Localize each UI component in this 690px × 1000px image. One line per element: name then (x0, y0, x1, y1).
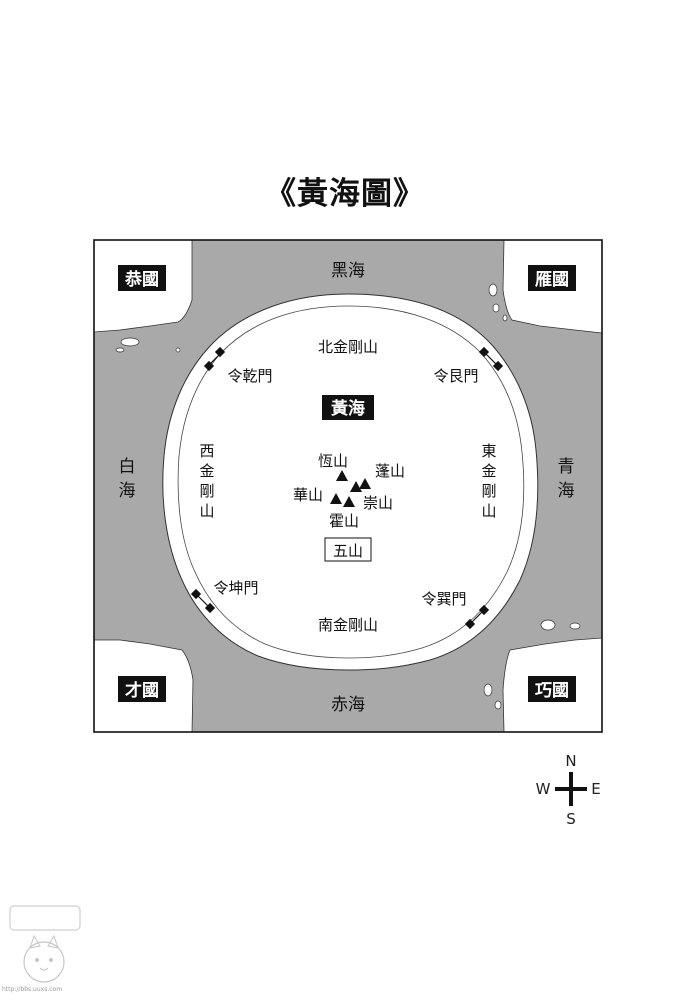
kingdom-se: 巧國 (535, 681, 569, 701)
svg-text:山: 山 (199, 502, 214, 520)
kingdom-box-se (528, 676, 576, 702)
gate-ne: 令艮門 (433, 367, 478, 385)
kingdom-box-ne (528, 265, 576, 291)
range-south: 南金剛山 (318, 616, 378, 634)
watermark-url: http://bbs.uuxs.com (2, 986, 63, 993)
kingdom-box-sw (118, 676, 166, 702)
sea-west-1: 白 (119, 457, 136, 477)
svg-text:東: 東 (481, 442, 496, 460)
map-frame (93, 239, 603, 733)
compass-w: W (536, 780, 551, 798)
kingdom-ne: 雁國 (535, 270, 569, 290)
islands (115, 283, 581, 710)
sea-south: 赤海 (331, 695, 365, 715)
range-west: 西 金 剛 山 (199, 442, 214, 520)
gate-se: 令巽門 (421, 590, 466, 608)
gate-sw: 令坤門 (213, 579, 258, 597)
sea-west-2: 海 (119, 481, 136, 501)
peak-markers (330, 470, 371, 507)
svg-text:剛: 剛 (199, 482, 214, 500)
peaks-group: 五山 (333, 542, 363, 560)
mountain-ring (177, 305, 525, 659)
sea-center: 黃海 (330, 398, 365, 419)
watermark-stamp-icon (9, 905, 81, 983)
peak-south: 霍山 (329, 512, 359, 530)
gate-markers (190, 346, 504, 630)
peaks-group-box (324, 537, 372, 562)
compass: N S W E (536, 752, 601, 828)
peak-north: 恆山 (318, 452, 348, 470)
kingdom-sw: 才國 (125, 680, 159, 701)
compass-e: E (591, 780, 600, 798)
peak-west: 華山 (293, 486, 323, 504)
kingdom-nw: 恭國 (124, 269, 159, 290)
compass-s: S (566, 810, 576, 828)
svg-text:金: 金 (481, 462, 496, 480)
kingdom-box-nw (118, 265, 166, 291)
svg-text:剛: 剛 (481, 482, 496, 500)
central-continent (162, 293, 539, 671)
svg-text:山: 山 (481, 502, 496, 520)
peak-east: 蓬山 (375, 462, 405, 480)
svg-text:金: 金 (199, 462, 214, 480)
sea-east-2: 海 (558, 481, 575, 501)
sea-east-1: 青 (558, 457, 575, 477)
center-sea-box (322, 395, 374, 420)
svg-text:西: 西 (199, 442, 214, 460)
map-title: 《黃海圖》 (265, 176, 425, 212)
compass-n: N (565, 752, 576, 770)
sea-north: 黑海 (331, 261, 365, 281)
range-north: 北金剛山 (318, 338, 378, 356)
range-east: 東 金 剛 山 (481, 442, 496, 520)
gate-nw: 令乾門 (227, 367, 272, 385)
peak-southeast: 崇山 (363, 494, 393, 512)
